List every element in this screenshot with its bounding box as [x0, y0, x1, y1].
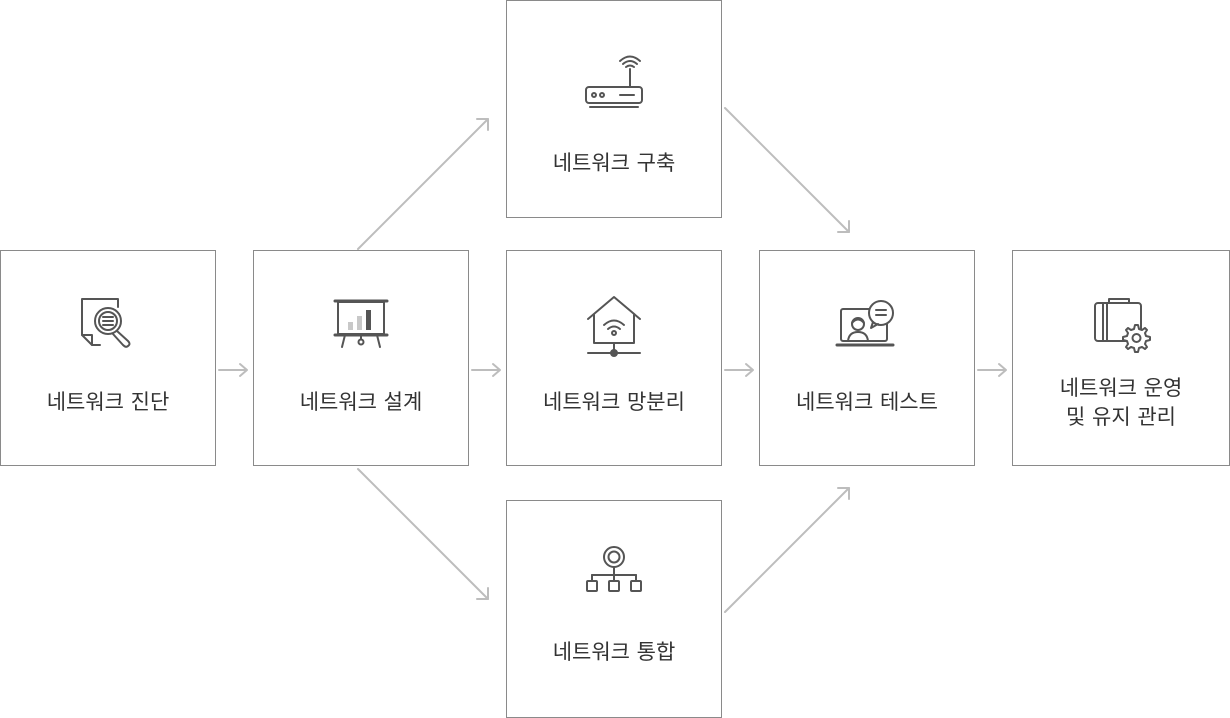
arrow-separation-to-test	[724, 363, 754, 377]
video-chat-monitor-icon	[835, 295, 899, 359]
hierarchy-icon	[582, 545, 646, 609]
step-label: 네트워크 진단	[46, 390, 170, 414]
arrow-integration-to-test	[724, 487, 850, 613]
wifi-house-icon	[582, 295, 646, 359]
step-label: 네트워크 망분리	[543, 390, 685, 414]
arrow-design-to-integration	[357, 468, 489, 600]
step-network-design: 네트워크 설계	[253, 250, 469, 466]
step-label: 네트워크 통합	[552, 640, 676, 664]
arrow-test-to-operation	[977, 363, 1007, 377]
step-label-line-1: 네트워크 운영	[1059, 376, 1183, 400]
toolbox-gear-icon	[1089, 295, 1153, 359]
presentation-board-icon	[329, 295, 393, 359]
arrow-build-to-test	[724, 107, 850, 233]
step-label: 네트워크 테스트	[796, 390, 938, 414]
step-label: 네트워크 운영 및 유지 관리	[1013, 374, 1229, 432]
arrow-design-to-separation	[471, 363, 501, 377]
step-network-integration: 네트워크 통합	[506, 500, 722, 718]
step-network-separation: 네트워크 망분리	[506, 250, 722, 466]
step-label: 네트워크 설계	[299, 390, 423, 414]
step-network-diagnosis: 네트워크 진단	[0, 250, 216, 466]
arrow-diagnosis-to-design	[218, 363, 248, 377]
wifi-router-icon	[582, 55, 646, 119]
step-label: 네트워크 구축	[552, 151, 676, 175]
arrow-design-to-build	[357, 118, 489, 250]
document-magnifier-icon	[76, 295, 140, 359]
step-network-operation: 네트워크 운영 및 유지 관리	[1012, 250, 1230, 466]
step-network-test: 네트워크 테스트	[759, 250, 975, 466]
step-network-build: 네트워크 구축	[506, 0, 722, 218]
step-label-line-2: 및 유지 관리	[1066, 405, 1176, 429]
